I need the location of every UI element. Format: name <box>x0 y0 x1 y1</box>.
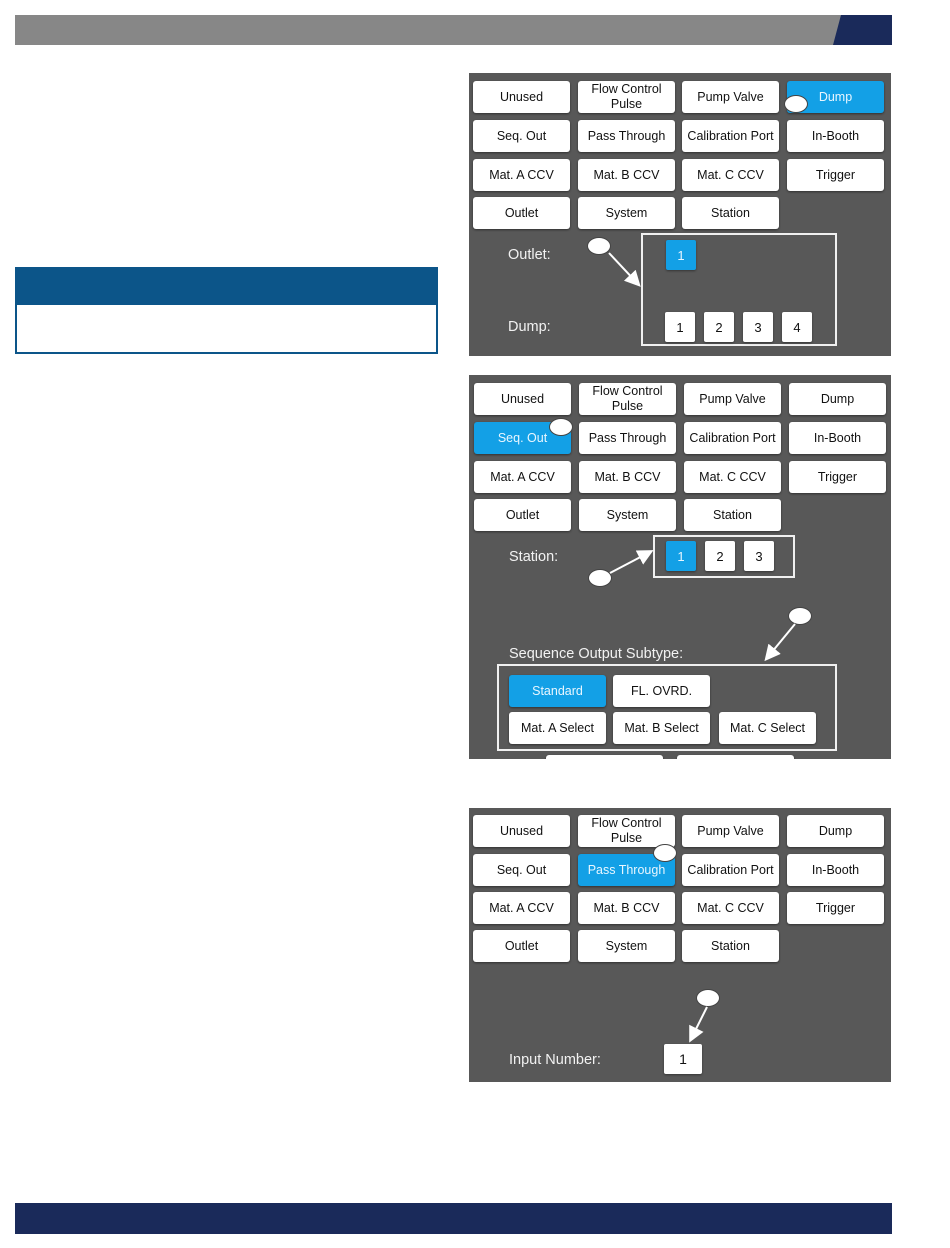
panel-seq-out: Unused Flow Control Pulse Pump Valve Dum… <box>469 375 891 759</box>
type-button-system[interactable]: System <box>578 197 675 229</box>
type-button-seq-out[interactable]: Seq. Out <box>473 854 570 886</box>
type-button-mat-a-ccv[interactable]: Mat. A CCV <box>473 159 570 191</box>
type-button-trigger[interactable]: Trigger <box>789 461 886 493</box>
type-button-pass-through[interactable]: Pass Through <box>578 120 675 152</box>
type-button-pass-through[interactable]: Pass Through <box>578 854 675 886</box>
type-button-outlet[interactable]: Outlet <box>473 197 570 229</box>
type-button-mat-b-ccv[interactable]: Mat. B CCV <box>578 159 675 191</box>
dump-number-button[interactable]: 4 <box>782 312 812 342</box>
subtype-selection-box <box>497 664 837 751</box>
station-label: Station: <box>509 549 559 565</box>
dump-number-button[interactable]: 3 <box>743 312 773 342</box>
type-button-unused[interactable]: Unused <box>473 815 570 847</box>
type-button-station[interactable]: Station <box>682 197 779 229</box>
type-button-pump-valve[interactable]: Pump Valve <box>682 81 779 113</box>
callout-bubble <box>587 237 611 255</box>
callout-bubble <box>696 989 720 1007</box>
outlet-number-button[interactable]: 1 <box>666 240 696 270</box>
notice-header <box>17 269 436 305</box>
dump-number-button[interactable]: 2 <box>704 312 734 342</box>
type-button-trigger[interactable]: Trigger <box>787 892 884 924</box>
callout-bubble <box>588 569 612 587</box>
type-button-flow-control-pulse[interactable]: Flow Control Pulse <box>578 81 675 113</box>
footer-bar <box>15 1203 892 1234</box>
type-button-mat-c-ccv[interactable]: Mat. C CCV <box>682 159 779 191</box>
header-bar <box>15 15 892 45</box>
station-selection-box <box>653 535 795 578</box>
panel-pass-through: Unused Flow Control Pulse Pump Valve Dum… <box>469 808 891 1082</box>
input-number-field[interactable]: 1 <box>664 1044 702 1074</box>
type-button-system[interactable]: System <box>579 499 676 531</box>
type-button-system[interactable]: System <box>578 930 675 962</box>
header-tab <box>833 15 892 45</box>
type-button-mat-c-ccv[interactable]: Mat. C CCV <box>684 461 781 493</box>
type-button-in-booth[interactable]: In-Booth <box>789 422 886 454</box>
type-button-in-booth[interactable]: In-Booth <box>787 120 884 152</box>
subtype-label: Sequence Output Subtype: <box>509 646 684 662</box>
outlet-label: Outlet: <box>508 247 551 263</box>
callout-bubble <box>784 95 808 113</box>
station-number-button[interactable]: 3 <box>744 541 774 571</box>
subtype-button-mat-b-select[interactable]: Mat. B Select <box>613 712 710 744</box>
type-button-mat-b-ccv[interactable]: Mat. B CCV <box>579 461 676 493</box>
type-button-pump-valve[interactable]: Pump Valve <box>684 383 781 415</box>
dump-number-button[interactable]: 1 <box>665 312 695 342</box>
callout-bubble <box>549 418 573 436</box>
type-button-dump[interactable]: Dump <box>787 815 884 847</box>
type-button-dump[interactable]: Dump <box>789 383 886 415</box>
type-button-station[interactable]: Station <box>684 499 781 531</box>
type-button-calibration-port[interactable]: Calibration Port <box>684 422 781 454</box>
station-number-button[interactable]: 2 <box>705 541 735 571</box>
station-number-button[interactable]: 1 <box>666 541 696 571</box>
type-button-mat-b-ccv[interactable]: Mat. B CCV <box>578 892 675 924</box>
type-button-flow-control-pulse[interactable]: Flow Control Pulse <box>578 815 675 847</box>
subtype-button-fl-ovrd[interactable]: FL. OVRD. <box>613 675 710 707</box>
panel-dump: Unused Flow Control Pulse Pump Valve Dum… <box>469 73 891 356</box>
outlet-dump-selection-box <box>641 233 837 346</box>
type-button-calibration-port[interactable]: Calibration Port <box>682 120 779 152</box>
type-button-outlet[interactable]: Outlet <box>474 499 571 531</box>
type-button-pump-valve[interactable]: Pump Valve <box>682 815 779 847</box>
type-button-unused[interactable]: Unused <box>474 383 571 415</box>
input-number-label: Input Number: <box>509 1052 601 1068</box>
type-button-mat-c-ccv[interactable]: Mat. C CCV <box>682 892 779 924</box>
callout-bubble <box>653 844 677 862</box>
cut-off-button[interactable] <box>546 755 663 759</box>
dump-label: Dump: <box>508 319 551 335</box>
type-button-trigger[interactable]: Trigger <box>787 159 884 191</box>
type-button-station[interactable]: Station <box>682 930 779 962</box>
type-button-outlet[interactable]: Outlet <box>473 930 570 962</box>
callout-bubble <box>788 607 812 625</box>
type-button-in-booth[interactable]: In-Booth <box>787 854 884 886</box>
type-button-mat-a-ccv[interactable]: Mat. A CCV <box>473 892 570 924</box>
subtype-button-mat-c-select[interactable]: Mat. C Select <box>719 712 816 744</box>
type-button-flow-control-pulse[interactable]: Flow Control Pulse <box>579 383 676 415</box>
cut-off-button[interactable] <box>677 755 794 759</box>
subtype-button-standard[interactable]: Standard <box>509 675 606 707</box>
subtype-button-mat-a-select[interactable]: Mat. A Select <box>509 712 606 744</box>
notice-box <box>15 267 438 354</box>
type-button-unused[interactable]: Unused <box>473 81 570 113</box>
type-button-mat-a-ccv[interactable]: Mat. A CCV <box>474 461 571 493</box>
type-button-pass-through[interactable]: Pass Through <box>579 422 676 454</box>
type-button-calibration-port[interactable]: Calibration Port <box>682 854 779 886</box>
type-button-seq-out[interactable]: Seq. Out <box>473 120 570 152</box>
